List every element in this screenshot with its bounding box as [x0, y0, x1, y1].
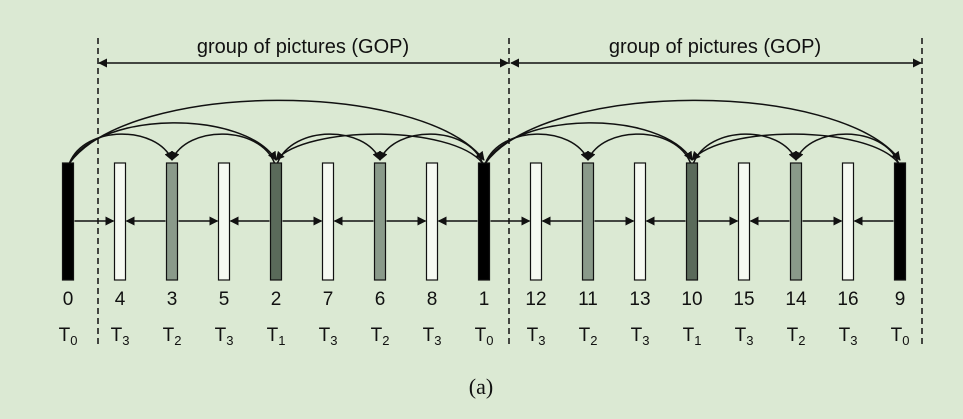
frame-bar-2	[269, 162, 283, 281]
prediction-arrow-0-to-1	[68, 99, 485, 164]
frame-number-label: 7	[322, 289, 334, 310]
frame-bar-6	[373, 162, 387, 281]
prediction-arrow-9-to-10	[691, 133, 900, 164]
temporal-level-label: T3	[110, 325, 130, 348]
frame-bar-11	[581, 162, 595, 281]
prediction-arrow-0-to-2	[68, 122, 277, 164]
temporal-level-label: T2	[578, 325, 598, 348]
frame-number-label: 4	[114, 289, 126, 310]
prediction-arrow-10-to-11	[587, 133, 692, 164]
frame-bar-16	[841, 162, 855, 281]
gop-label-1: group of pictures (GOP)	[196, 36, 410, 58]
frame-number-label: 6	[374, 289, 386, 310]
prediction-arrow-1-to-6	[379, 133, 484, 164]
prediction-arrow-9-to-14	[795, 133, 900, 164]
temporal-level-label: T3	[422, 325, 442, 348]
temporal-level-label: T3	[214, 325, 234, 348]
frame-number-label: 2	[270, 289, 282, 310]
frame-number-label: 10	[681, 289, 703, 310]
frame-number-label: 13	[629, 289, 651, 310]
frame-number-label: 9	[894, 289, 906, 310]
frame-number-label: 14	[785, 289, 807, 310]
temporal-level-label: T0	[58, 325, 78, 348]
frame-bar-8	[425, 162, 439, 281]
prediction-arrow-1-to-9	[484, 99, 901, 164]
frame-number-label: 16	[837, 289, 859, 310]
frame-bar-10	[685, 162, 699, 281]
frame-number-label: 1	[478, 289, 490, 310]
frame-bar-4	[113, 162, 127, 281]
frame-bar-7	[321, 162, 335, 281]
temporal-level-label: T3	[318, 325, 338, 348]
temporal-level-label: T3	[734, 325, 754, 348]
frame-number-label: 5	[218, 289, 230, 310]
gop-label-2: group of pictures (GOP)	[608, 36, 822, 58]
temporal-level-label: T1	[266, 325, 286, 348]
frame-number-label: 15	[733, 289, 755, 310]
temporal-level-label: T3	[630, 325, 650, 348]
prediction-arrow-1-to-10	[484, 122, 693, 164]
frame-bar-13	[633, 162, 647, 281]
frame-bar-14	[789, 162, 803, 281]
prediction-arrow-2-to-6	[276, 133, 381, 164]
prediction-arrow-2-to-3	[171, 133, 276, 164]
frame-bar-12	[529, 162, 543, 281]
temporal-level-label: T1	[682, 325, 702, 348]
frame-bar-0	[61, 162, 75, 281]
frame-bar-9	[893, 162, 907, 281]
temporal-level-label: T2	[786, 325, 806, 348]
prediction-arrow-1-to-2	[275, 133, 484, 164]
temporal-level-label: T0	[890, 325, 910, 348]
frame-number-label: 3	[166, 289, 178, 310]
prediction-arrow-1-to-11	[484, 133, 589, 164]
temporal-level-label: T2	[162, 325, 182, 348]
frame-number-label: 0	[62, 289, 74, 310]
frame-bar-15	[737, 162, 751, 281]
frame-number-label: 11	[578, 289, 598, 310]
figure-caption: (a)	[468, 374, 494, 399]
frame-bar-1	[477, 162, 491, 281]
temporal-level-label: T2	[370, 325, 390, 348]
frame-number-label: 8	[426, 289, 438, 310]
temporal-level-label: T3	[838, 325, 858, 348]
frame-bar-5	[217, 162, 231, 281]
prediction-arrow-10-to-14	[692, 133, 797, 164]
prediction-arrow-0-to-3	[68, 133, 173, 164]
temporal-level-label: T3	[526, 325, 546, 348]
temporal-level-label: T0	[474, 325, 494, 348]
frame-bar-3	[165, 162, 179, 281]
frame-number-label: 12	[525, 289, 547, 310]
